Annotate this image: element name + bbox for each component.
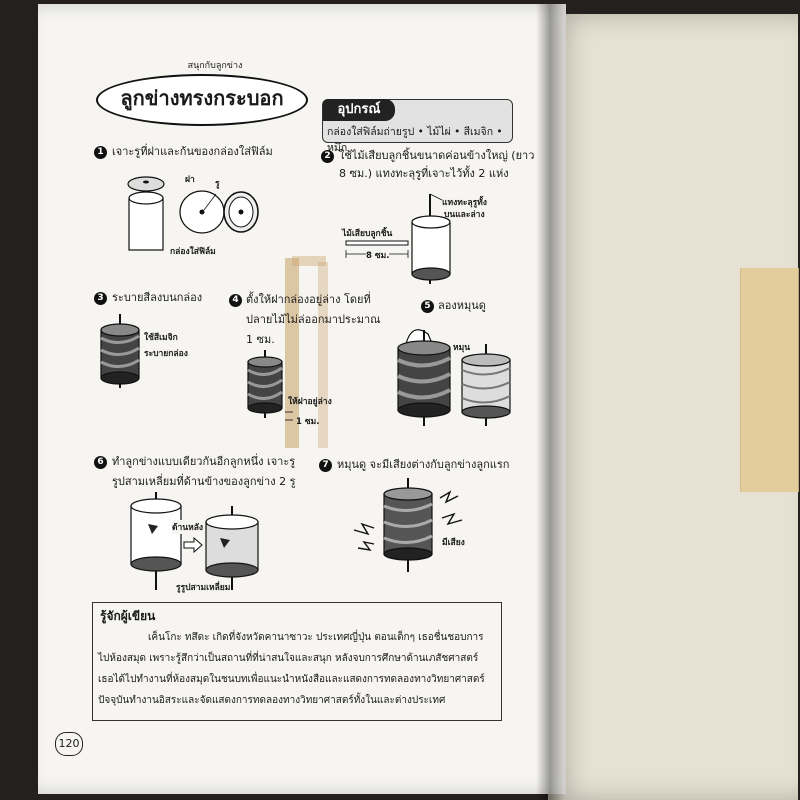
step-3-text: ระบายสีลงบนกล่อง (112, 291, 203, 304)
label-skewer: ไม้เสียบลูกชิ้น (342, 229, 393, 239)
label-has-sound: มีเสียง (442, 538, 465, 548)
label-8cm: 8 ซม. (366, 248, 390, 262)
lid-down-canister-illustration (247, 350, 293, 421)
step-number-2: 2 (321, 150, 334, 163)
spinning-top-illustration (397, 329, 511, 426)
author-heading: รู้จักผู้เขียน (100, 609, 156, 623)
step-4-text-line3: 1 ซม. (246, 333, 275, 346)
label-film-canister: กล่องใส่ฟิล์ม (170, 247, 216, 257)
tape-stain-vertical-2 (318, 262, 328, 448)
label-use-marker: ใช้สีเมจิก (144, 333, 178, 343)
equipment-heading: อุปกรณ์ (323, 99, 395, 121)
label-top-bottom: บนและล่าง (444, 210, 485, 220)
author-line-4: ปัจจุบันทำงานอิสระและจัดแสดงการทดลองทางว… (98, 695, 446, 706)
page-title: ลูกข่างทรงกระบอก (120, 86, 284, 110)
title-oval (96, 74, 308, 126)
step-number-7: 7 (319, 459, 332, 472)
label-pierce-both: แทงทะลุรูทั้ง (442, 198, 487, 208)
step-number-5: 5 (421, 300, 434, 313)
step-5-text: ลองหมุนดู (438, 299, 486, 312)
label-lid-down: ให้ฝาอยู่ล่าง (288, 397, 332, 407)
step-2-text-line2: 8 ซม.) แทงทะลุรูที่เจาะไว้ทั้ง 2 แห่ง (339, 167, 509, 180)
step-number-6: 6 (94, 456, 107, 469)
label-hole: รู (215, 179, 220, 189)
step-6-text-line2: รูปสามเหลี่ยมที่ด้านข้างของลูกข่าง 2 รู (112, 475, 296, 488)
tape-stain-vertical (285, 258, 299, 448)
film-canister-illustration (127, 176, 259, 251)
page-number: 120 (55, 732, 83, 756)
step-number-3: 3 (94, 292, 107, 305)
label-back-side: ด้านหลัง (172, 520, 204, 534)
label-color-box: ระบายกล่อง (144, 349, 188, 359)
step-1-text: เจาะรูที่ฝาและก้นของกล่องใส่ฟิล์ม (112, 145, 273, 158)
tape-stain-right (740, 268, 799, 492)
step-7-text: หมุนดู จะมีเสียงต่างกับลูกข่างลูกแรก (337, 458, 510, 471)
label-spin: หมุน (453, 343, 471, 353)
step-number-4: 4 (229, 294, 242, 307)
label-lid: ฝา (185, 175, 195, 185)
book-spine-shadow (536, 4, 564, 800)
step-2-text-line1: ใช้ไม้เสียบลูกชิ้นขนาดค่อนข้างใหญ่ (ยาว (339, 149, 535, 162)
author-line-3: เธอได้ไปทำงานที่ห้องสมุดในชนบทเพื่อแนะนำ… (98, 674, 485, 685)
colored-canister-illustration (100, 314, 140, 388)
author-line-2: ไปห้องสมุด เพราะรู้สึกว่าเป็นสถานที่ที่น… (98, 653, 479, 664)
sound-top-illustration (353, 478, 463, 572)
tape-stain-top (292, 256, 326, 266)
step-number-1: 1 (94, 146, 107, 159)
step-4-text-line2: ปลายไม้ไม่ล่ออกมาประมาณ (246, 313, 381, 326)
step-6-text-line1: ทำลูกข่างแบบเดียวกันอีกลูกหนึ่ง เจาะรู (112, 455, 296, 468)
author-box (92, 602, 502, 721)
supertitle: สนุกกับลูกข่าง (140, 58, 290, 72)
equipment-items-line1: กล่องใส่ฟิล์มถ่ายรูป • ไม้ไผ่ • สีเมจิก … (327, 126, 503, 138)
triangle-holes-illustration (130, 492, 259, 590)
label-triangle-hole: รูรูปสามเหลี่ยม (176, 580, 231, 594)
author-line-1: เค็นโกะ ทสึดะ เกิดที่จังหวัดคานาซาวะ ประ… (148, 632, 484, 643)
skewer-canister-illustration (345, 193, 451, 284)
label-1cm: 1 ซม. (296, 417, 320, 427)
step-4-text-line1: ตั้งให้ฝากล่องอยู่ล่าง โดยที่ (246, 293, 371, 306)
